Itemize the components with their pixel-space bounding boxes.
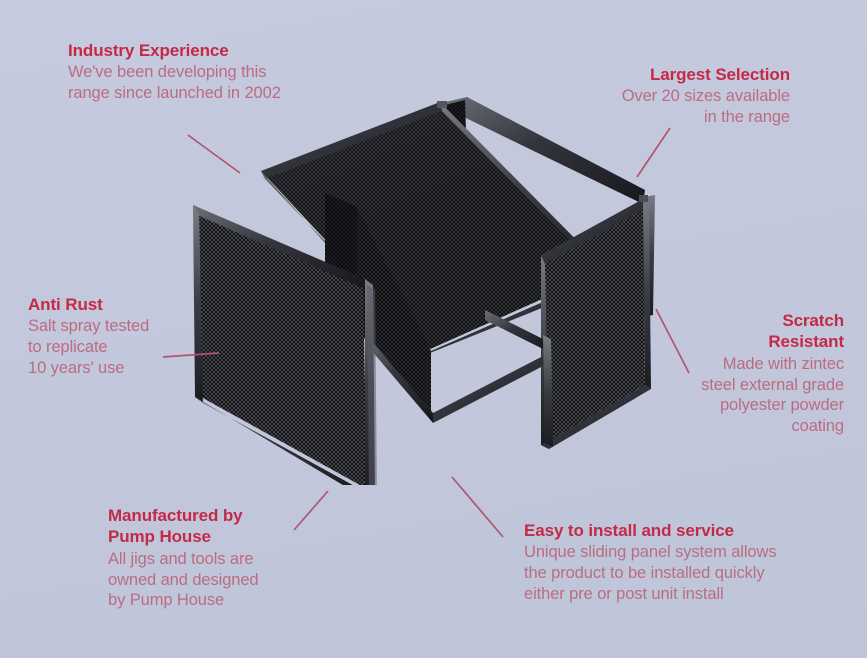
- frame-post-front-right: [543, 335, 553, 447]
- tray-edge-right: [440, 102, 609, 281]
- right-panel-frame-top: [541, 199, 645, 264]
- panel-mesh-right-side: [543, 203, 645, 443]
- frame-rail-lower-left: [365, 333, 433, 423]
- callout-body-industry-experience: We've been developing this range since l…: [68, 63, 281, 103]
- callout-industry-experience: Industry Experience We've been developin…: [68, 40, 368, 104]
- panel-mesh-front-left-sliding: [197, 209, 367, 489]
- frame-rail-top-rear: [437, 97, 645, 204]
- frame-rail-lower-front: [433, 355, 545, 423]
- callout-scratch-resistant: Scratch Resistant Made with zintec steel…: [648, 310, 844, 437]
- panel-mesh-divider-front: [357, 207, 431, 415]
- right-panel-frame-bottom: [541, 385, 651, 449]
- callout-body-largest-selection: Over 20 sizes available in the range: [621, 87, 790, 127]
- corner-bracket-rear: [437, 101, 447, 108]
- callout-body-manufactured-by-pump-house: All jigs and tools are owned and designe…: [108, 549, 259, 610]
- top-tray-sheen: [263, 105, 605, 350]
- sliding-panel-edge-highlight: [367, 285, 377, 495]
- frame-rail-mid: [485, 310, 547, 351]
- callout-body-scratch-resistant: Made with zintec steel external grade po…: [701, 354, 844, 436]
- callout-title-anti-rust: Anti Rust: [28, 295, 103, 314]
- callout-title-scratch-resistant: Scratch Resistant: [768, 311, 844, 352]
- callout-body-easy-to-install-and-service: Unique sliding panel system allows the p…: [524, 543, 777, 603]
- callout-title-easy-to-install-and-service: Easy to install and service: [524, 521, 734, 540]
- callout-title-industry-experience: Industry Experience: [68, 41, 229, 60]
- callout-body-anti-rust: Salt spray tested to replicate 10 years'…: [28, 317, 150, 377]
- callout-manufactured-by-pump-house: Manufactured by Pump House All jigs and …: [108, 505, 338, 611]
- right-panel-frame-right: [643, 199, 651, 389]
- callout-largest-selection: Largest Selection Over 20 sizes availabl…: [540, 64, 790, 128]
- callout-title-largest-selection: Largest Selection: [649, 65, 790, 84]
- callout-easy-to-install-and-service: Easy to install and service Unique slidi…: [524, 520, 834, 605]
- sliding-panel-frame-bottom: [195, 397, 371, 497]
- enclosure-render: [193, 97, 655, 497]
- corner-bracket-right: [639, 195, 648, 202]
- connector-line-easy-install: [451, 476, 504, 538]
- callout-anti-rust: Anti Rust Salt spray tested to replicate…: [28, 294, 228, 379]
- tray-edge-top: [261, 102, 442, 179]
- sliding-panel-frame-top: [193, 205, 365, 289]
- callout-title-manufactured-by-pump-house: Manufactured by Pump House: [108, 506, 243, 547]
- product-image: [175, 85, 675, 497]
